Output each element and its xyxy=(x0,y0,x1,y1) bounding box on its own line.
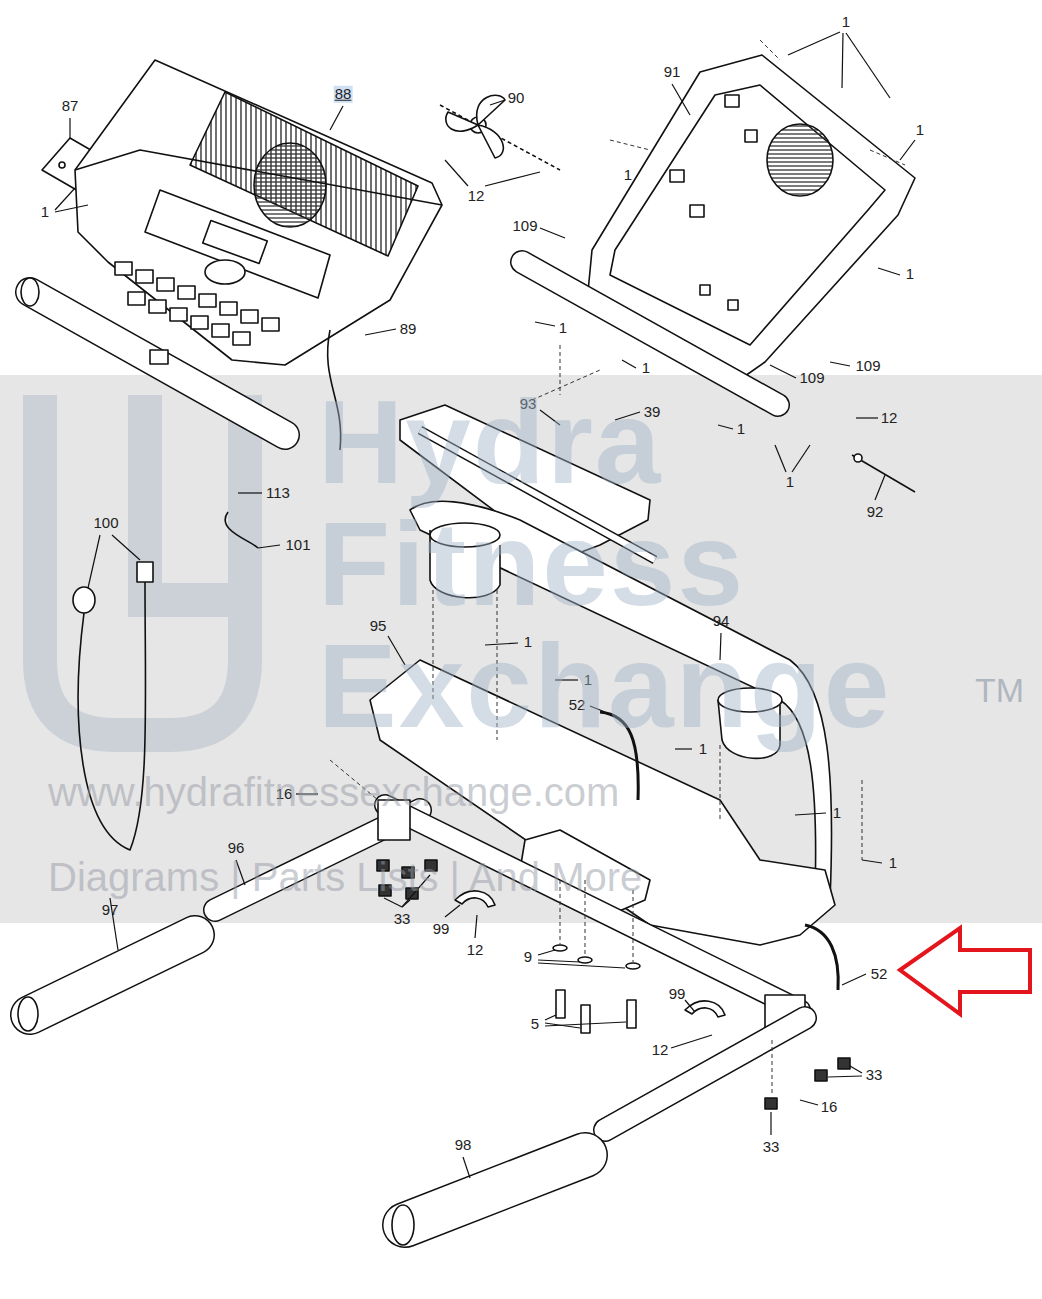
callout-number: 33 xyxy=(393,911,412,928)
callout-number: 1 xyxy=(736,421,746,438)
callout-number: 101 xyxy=(284,537,311,554)
callout-number: 9 xyxy=(523,949,533,966)
callout-number: 33 xyxy=(762,1139,781,1156)
drawing xyxy=(18,55,915,1245)
callout-number: 96 xyxy=(227,840,246,857)
watermark-text: TM xyxy=(975,672,1024,709)
callout-number: 1 xyxy=(40,204,50,221)
callout-number: 90 xyxy=(507,90,526,107)
pointer-arrow xyxy=(900,928,1030,1014)
callout-number: 113 xyxy=(265,485,291,502)
callout-number: 100 xyxy=(92,515,119,532)
watermark-text: Diagrams | Parts Lists | And More xyxy=(48,855,642,899)
watermark-logo xyxy=(40,395,245,735)
callout-number: 91 xyxy=(663,64,682,81)
callout-number: 89 xyxy=(399,321,418,338)
callout-number: 1 xyxy=(832,805,842,822)
callout-number: 109 xyxy=(511,218,538,235)
callout-number: 1 xyxy=(841,14,851,31)
callout-number: 98 xyxy=(454,1137,473,1154)
watermark-text: Hydra xyxy=(318,378,662,508)
watermark-text: Fitness xyxy=(318,500,745,630)
leader-line xyxy=(55,32,915,1178)
callout-number: 1 xyxy=(785,474,795,491)
callout-number: 33 xyxy=(865,1067,884,1084)
callout-number: 52 xyxy=(870,966,889,983)
callout-number: 1 xyxy=(641,360,651,377)
callout-number: 16 xyxy=(820,1099,839,1116)
callout-number: 12 xyxy=(651,1042,670,1059)
callout-number: 92 xyxy=(866,504,885,521)
callout-number: 1 xyxy=(888,855,898,872)
callout-number: 87 xyxy=(61,98,80,115)
callout-number: 88 xyxy=(334,86,353,103)
callout-number: 12 xyxy=(466,942,485,959)
watermark-text: Exchange xyxy=(318,622,891,752)
callout-number: 1 xyxy=(558,320,568,337)
watermark-band xyxy=(0,375,1042,923)
callout-number: 109 xyxy=(854,358,881,375)
callout-number: 12 xyxy=(880,410,899,427)
callout-number: 5 xyxy=(530,1016,540,1033)
callout-number: 99 xyxy=(668,986,687,1003)
callout-number: 1 xyxy=(623,167,633,184)
callout-number: 1 xyxy=(915,122,925,139)
callout-number: 1 xyxy=(905,266,915,283)
callout-number: 99 xyxy=(432,921,451,938)
callout-number: 12 xyxy=(467,188,486,205)
callout-number: 109 xyxy=(798,370,825,387)
callout-number: 97 xyxy=(101,902,120,919)
watermark-text: www.hydrafitnessexchange.com xyxy=(48,770,619,814)
